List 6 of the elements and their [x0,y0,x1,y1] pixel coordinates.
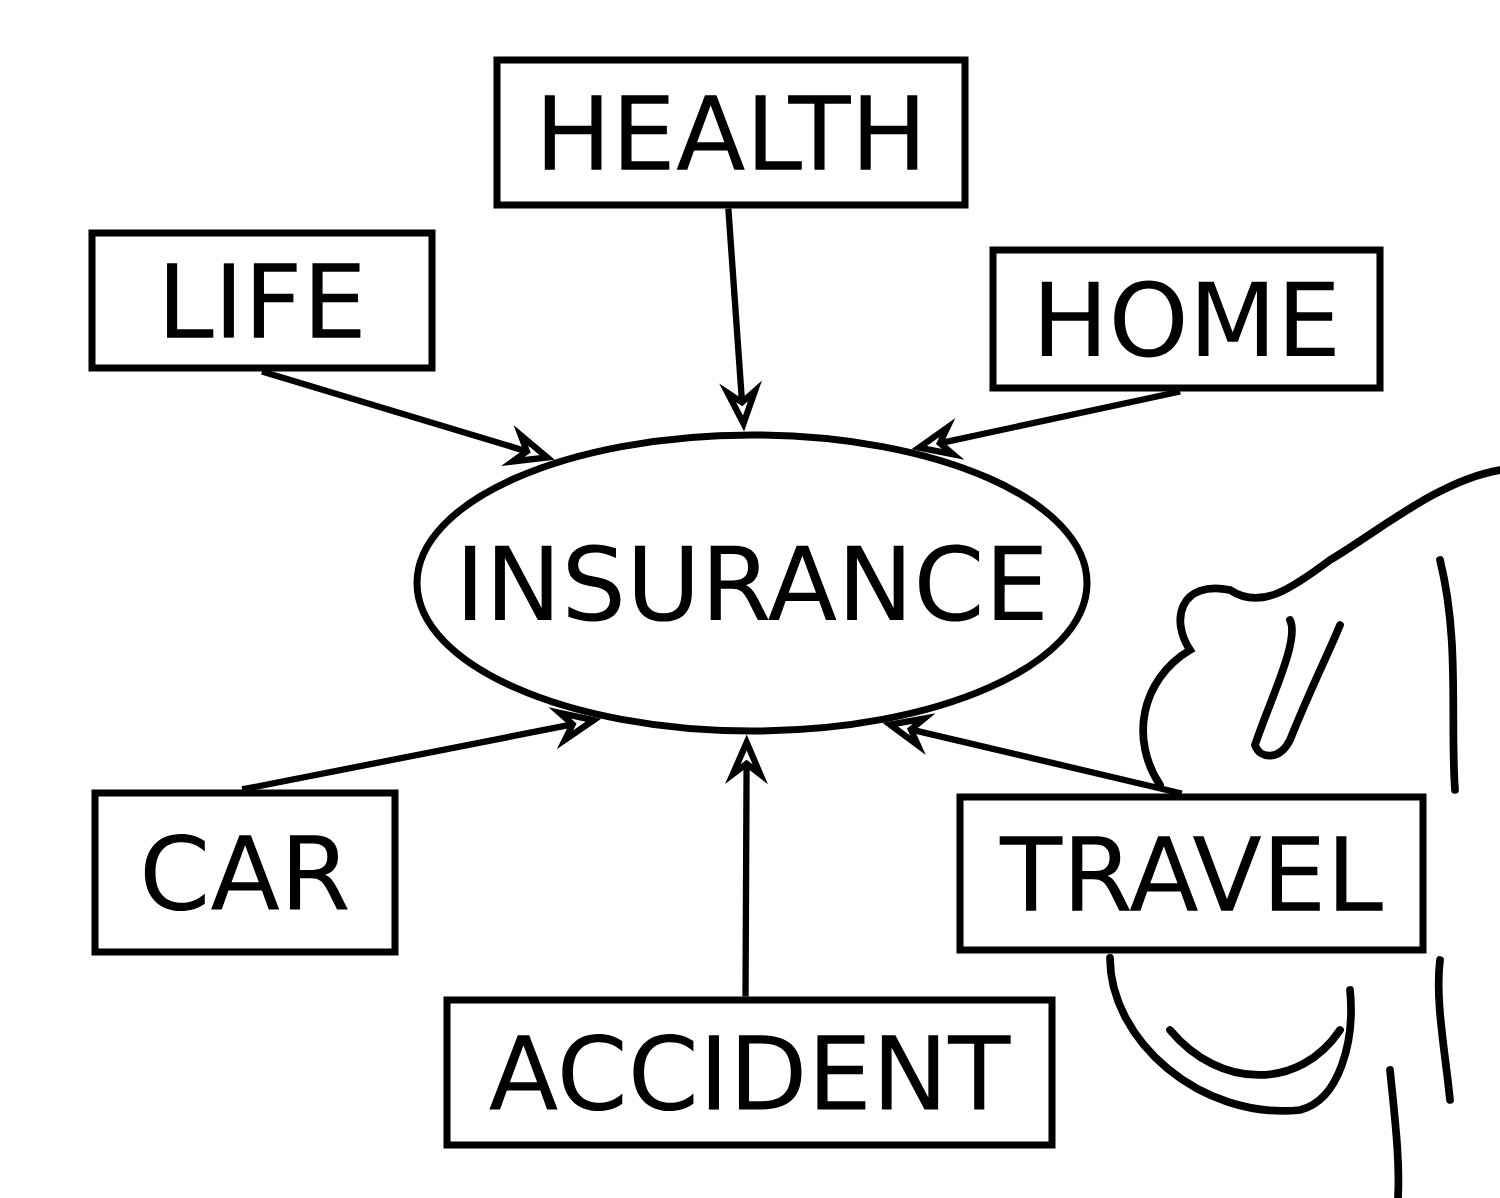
label-box: LIFE [88,229,436,372]
label-box: TRAVEL [956,793,1427,954]
label-box: HEALTH [493,56,969,209]
label-box: HOME [989,246,1384,392]
label-box: CAR [91,789,399,956]
label-box: ACCIDENT [443,996,1056,1149]
